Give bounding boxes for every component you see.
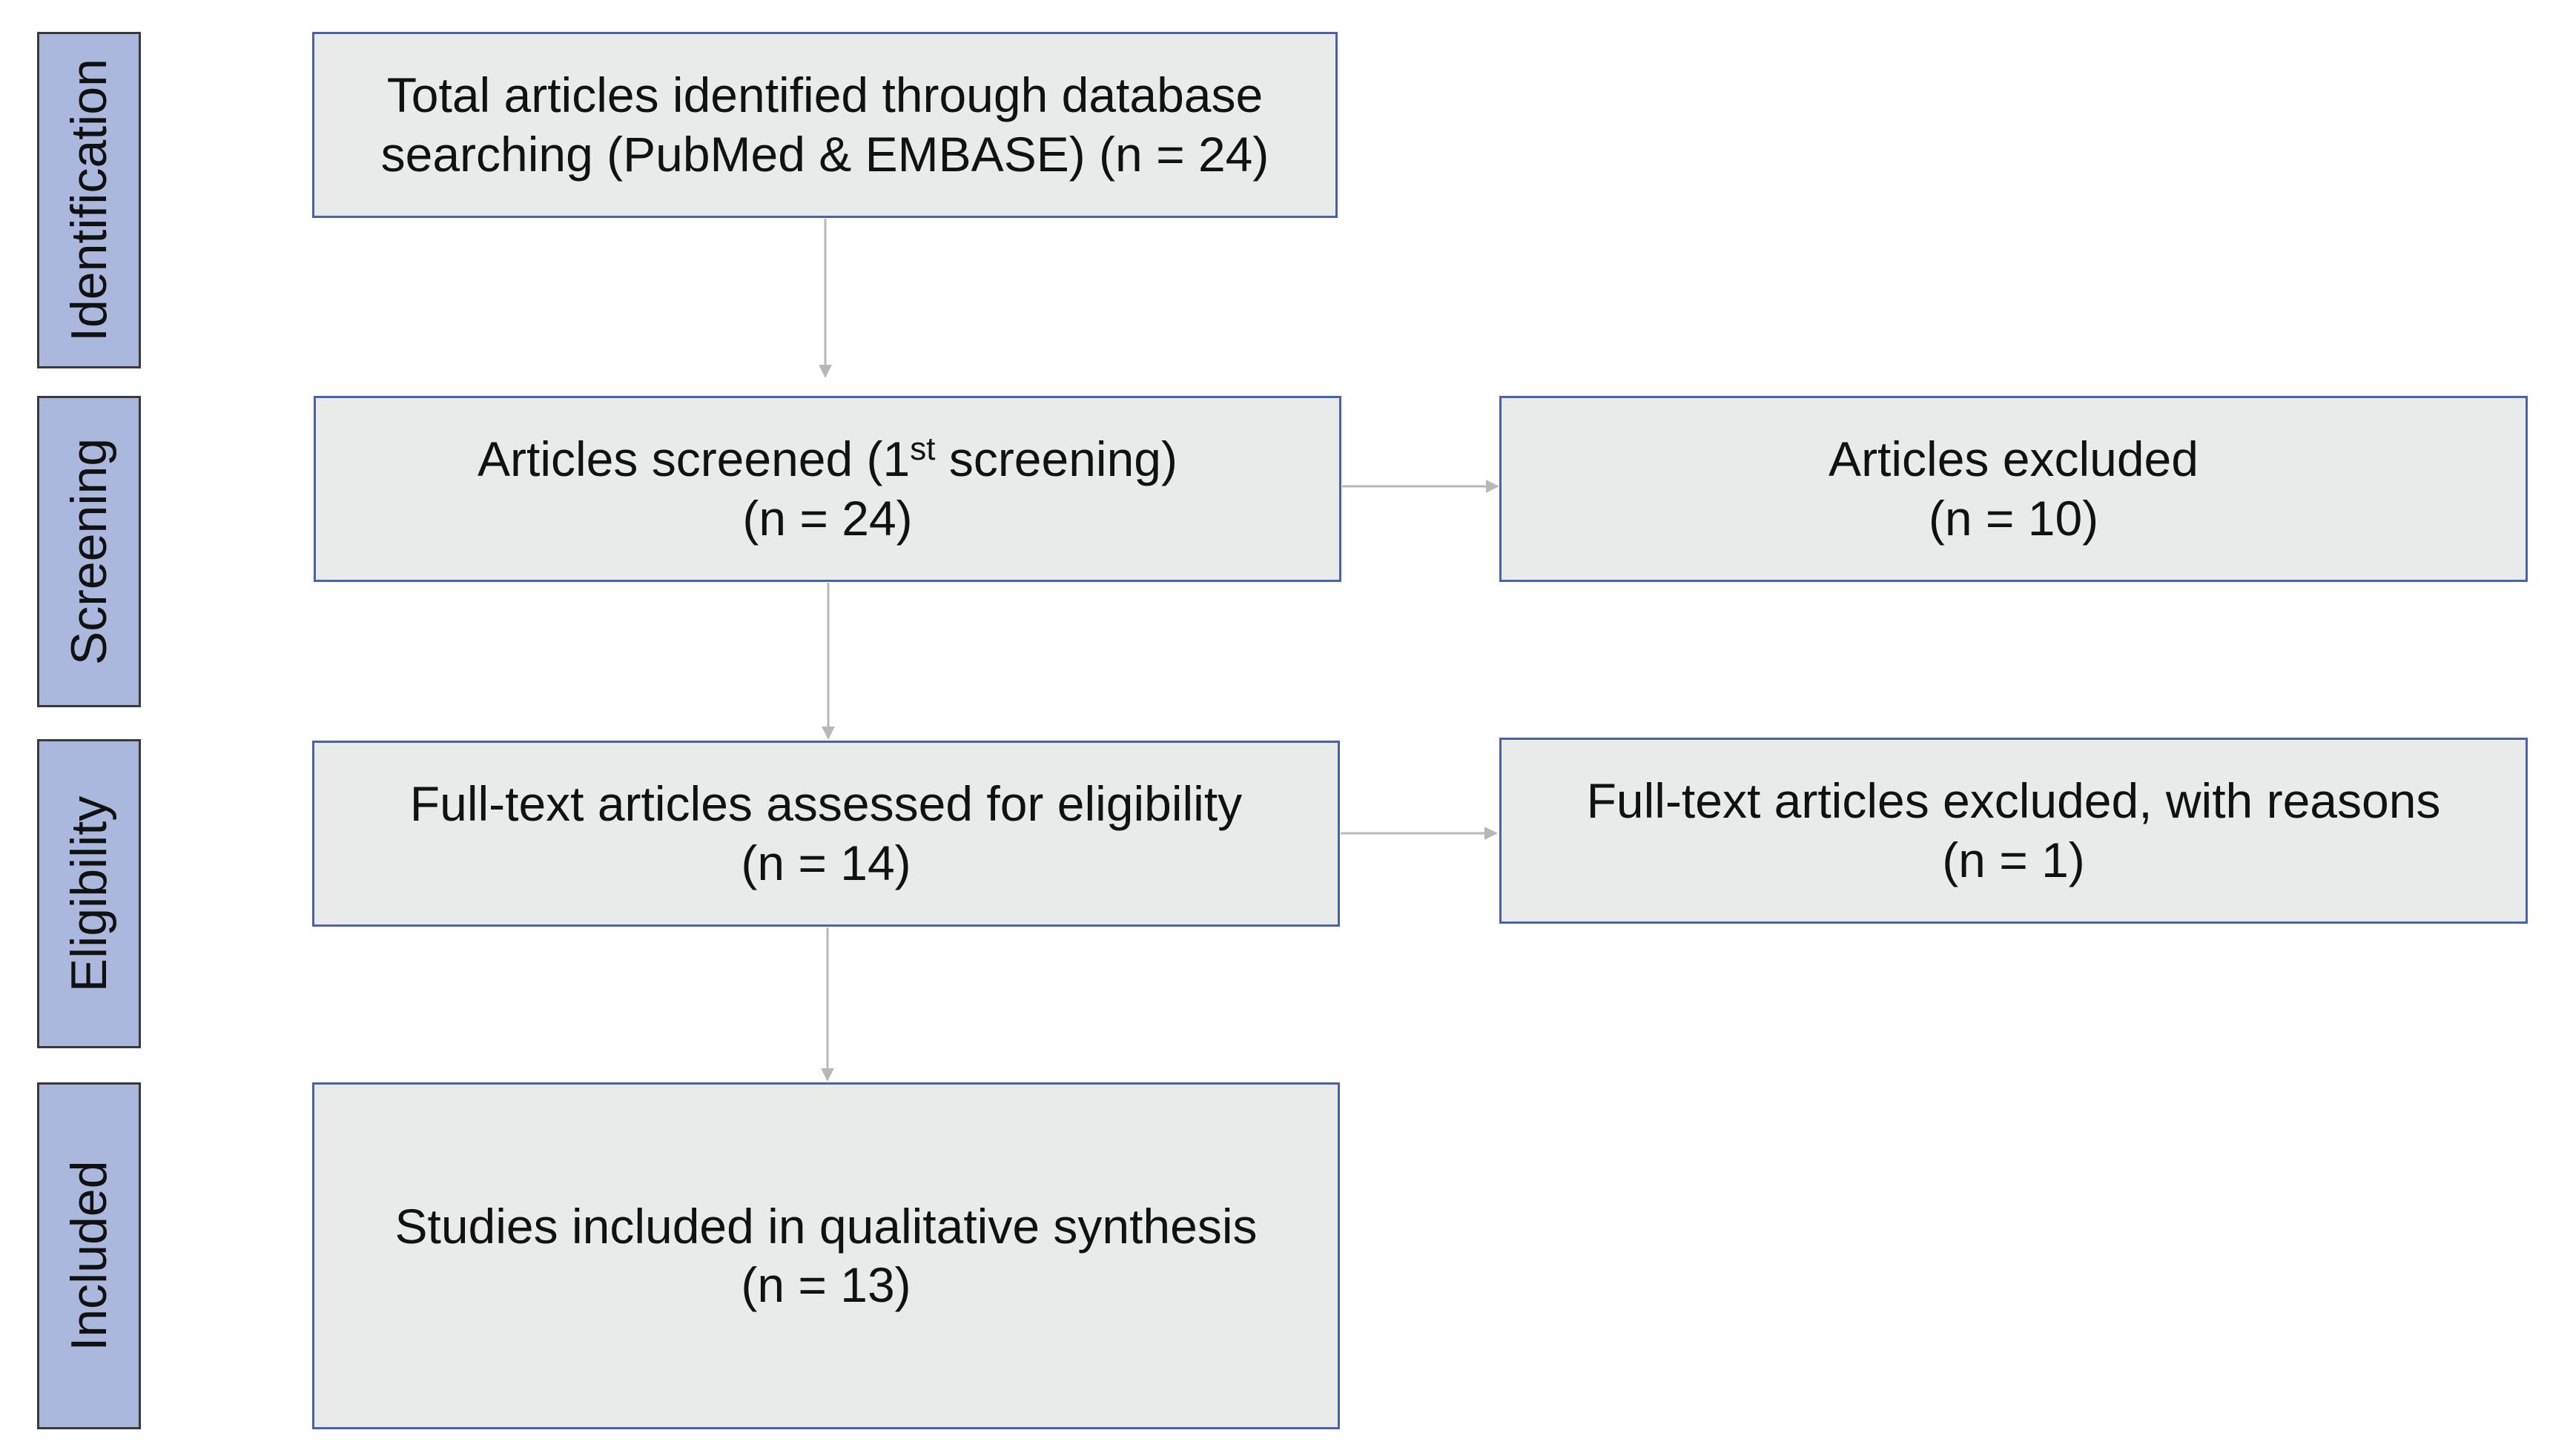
fulltext-assessed-line2: (n = 14) — [741, 835, 911, 890]
included-line2: (n = 13) — [741, 1257, 911, 1312]
stage-included: Included — [37, 1082, 141, 1429]
included-line1: Studies included in qualitative synthesi… — [394, 1198, 1258, 1254]
stage-screening-label: Screening — [61, 437, 117, 666]
fulltext-excluded-line2: (n = 1) — [1942, 832, 2085, 887]
identified-line2: searching (PubMed & EMBASE) (n = 24) — [380, 126, 1269, 182]
identified-box: Total articles identified through databa… — [312, 32, 1338, 218]
excluded-line1: Articles excluded — [1829, 431, 2199, 487]
stage-screening: Screening — [37, 396, 141, 707]
screened-line2: (n = 24) — [742, 490, 913, 546]
identified-line1: Total articles identified through databa… — [386, 67, 1264, 123]
fulltext-excluded-box: Full-text articles excluded, with reason… — [1499, 738, 2528, 924]
stage-included-label: Included — [61, 1160, 117, 1351]
screened-box: Articles screened (1st screening) (n = 2… — [314, 396, 1341, 582]
fulltext-assessed-line1: Full-text articles assessed for eligibil… — [409, 776, 1243, 832]
stage-eligibility-label: Eligibility — [61, 795, 117, 992]
screened-line1-sup: st — [910, 431, 936, 468]
screened-line1-pre: Articles screened (1 — [478, 431, 911, 487]
excluded-line2: (n = 10) — [1928, 490, 2099, 546]
stage-identification: Identification — [37, 32, 141, 368]
stage-eligibility: Eligibility — [37, 739, 141, 1048]
screened-line1-post: screening) — [935, 431, 1177, 487]
stage-identification-label: Identification — [61, 59, 117, 342]
screened-line1: Articles screened (1st screening) — [478, 430, 1177, 489]
included-box: Studies included in qualitative synthesi… — [312, 1082, 1340, 1429]
excluded-box: Articles excluded (n = 10) — [1499, 396, 2528, 582]
fulltext-excluded-line1: Full-text articles excluded, with reason… — [1586, 773, 2441, 829]
fulltext-assessed-box: Full-text articles assessed for eligibil… — [312, 741, 1340, 927]
